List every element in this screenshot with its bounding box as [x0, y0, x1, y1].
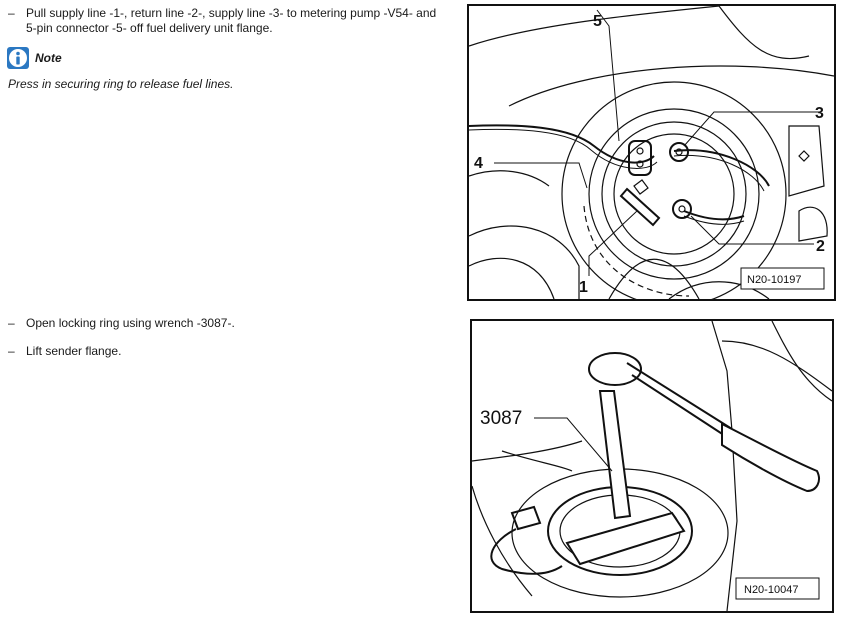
figure-fuel-delivery-unit: 5 3 4 2 1 N20-10197 [467, 4, 836, 301]
instruction-step-2: – Open locking ring using wrench -3087-. [8, 316, 448, 331]
step-text: Open locking ring using wrench -3087-. [26, 316, 235, 330]
figure-code: N20-10047 [744, 584, 798, 596]
step-dash: – [8, 316, 15, 330]
callout-5: 5 [593, 13, 602, 30]
callout-3: 3 [815, 105, 824, 122]
figure-code: N20-10197 [747, 274, 801, 286]
info-icon [7, 47, 29, 69]
figure-locking-ring-wrench: 3087 N20-10047 [470, 319, 834, 613]
note-header: Note [7, 47, 62, 69]
callout-1: 1 [579, 279, 588, 296]
step-dash: – [8, 344, 15, 358]
callout-2: 2 [816, 238, 825, 255]
note-text: Press in securing ring to release fuel l… [8, 77, 234, 91]
tool-number-label: 3087 [480, 408, 522, 429]
note-label: Note [35, 51, 62, 65]
callout-4: 4 [474, 155, 483, 172]
step-dash: – [8, 6, 15, 20]
fuel-unit-illustration: 5 3 4 2 1 N20-10197 [469, 6, 834, 299]
step-text: Lift sender flange. [26, 344, 122, 358]
instruction-step-1: – Pull supply line -1-, return line -2-,… [8, 6, 448, 36]
step-text: Pull supply line -1-, return line -2-, s… [26, 6, 437, 35]
instruction-step-3: – Lift sender flange. [8, 344, 448, 359]
wrench-illustration: 3087 N20-10047 [472, 321, 832, 611]
